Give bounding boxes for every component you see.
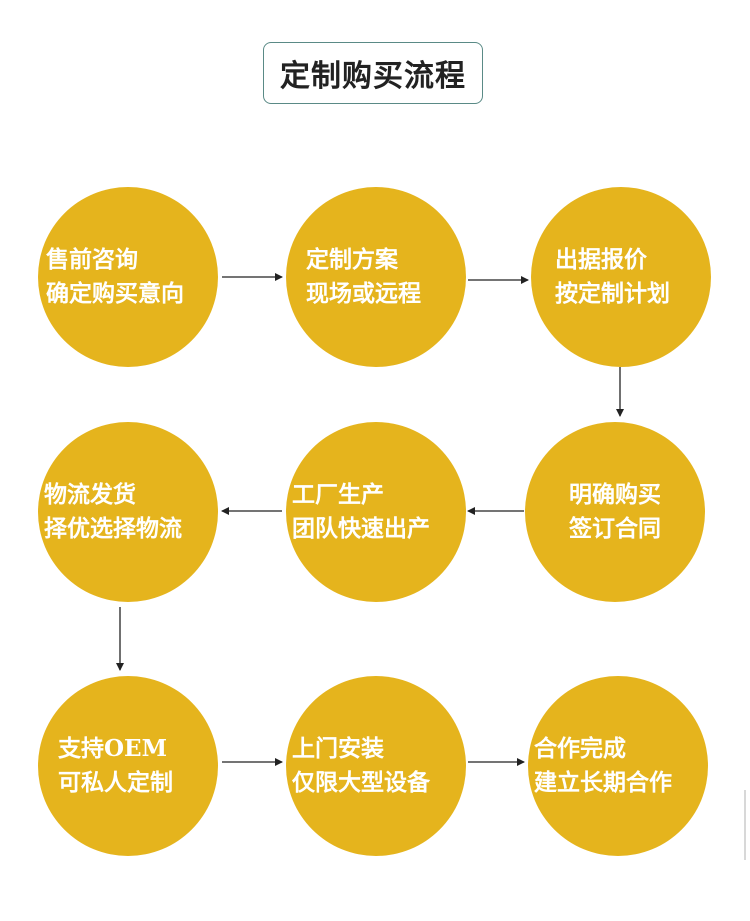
step-5-line1: 工厂生产 [292, 481, 384, 508]
step-5-circle: 工厂生产 团队快速出产 [286, 422, 466, 602]
step-4-circle: 明确购买 签订合同 [525, 422, 705, 602]
step-9-line2: 建立长期合作 [534, 769, 672, 796]
step-3-line1: 出据报价 [555, 246, 647, 273]
step-8-line1: 上门安装 [292, 735, 384, 762]
step-1-line2: 确定购买意向 [46, 280, 184, 307]
step-8-circle: 上门安装 仅限大型设备 [286, 676, 466, 856]
step-1-line1: 售前咨询 [46, 246, 138, 273]
step-9-circle: 合作完成 建立长期合作 [528, 676, 708, 856]
edge-divider [744, 790, 746, 860]
step-2-circle: 定制方案 现场或远程 [286, 187, 466, 367]
step-4-line1: 明确购买 [569, 481, 661, 508]
step-7-circle: 支持OEM 可私人定制 [38, 676, 218, 856]
step-3-line2: 按定制计划 [555, 280, 670, 307]
step-6-circle: 物流发货 择优选择物流 [38, 422, 218, 602]
step-7-line1: 支持OEM [58, 735, 168, 762]
step-2-line2: 现场或远程 [306, 280, 421, 307]
step-2-line1: 定制方案 [306, 246, 398, 273]
step-1-circle: 售前咨询 确定购买意向 [38, 187, 218, 367]
step-5-line2: 团队快速出产 [292, 515, 430, 542]
step-7-line2: 可私人定制 [58, 769, 173, 796]
step-6-line2: 择优选择物流 [44, 515, 182, 542]
title-box: 定制购买流程 [263, 42, 483, 104]
step-6-line1: 物流发货 [44, 481, 136, 508]
step-3-circle: 出据报价 按定制计划 [531, 187, 711, 367]
page-title: 定制购买流程 [280, 59, 466, 94]
step-8-line2: 仅限大型设备 [292, 769, 430, 796]
step-4-line2: 签订合同 [569, 515, 661, 542]
step-9-line1: 合作完成 [534, 735, 626, 762]
